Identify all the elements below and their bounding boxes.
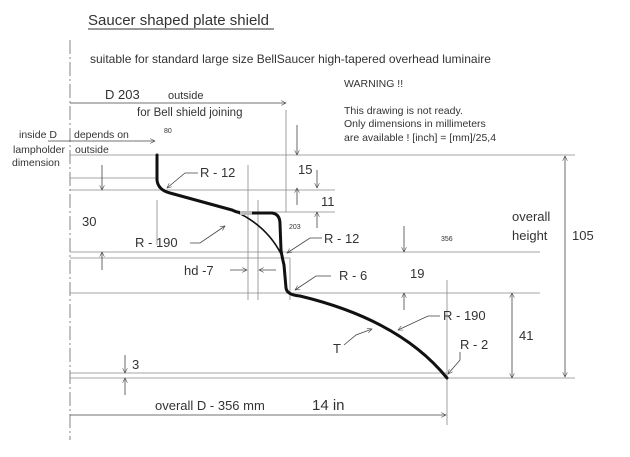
label-outside: outside bbox=[168, 90, 203, 102]
label-inside-d: inside D bbox=[19, 129, 57, 141]
label-d203: D 203 bbox=[105, 87, 140, 102]
label-41: 41 bbox=[519, 328, 533, 343]
label-overall-d: overall D - 356 mm bbox=[155, 398, 265, 413]
leader-r2 bbox=[448, 352, 461, 374]
label-356: 356 bbox=[441, 236, 453, 243]
label-height: height bbox=[512, 228, 548, 243]
label-r12-top: R - 12 bbox=[200, 165, 235, 180]
label-105: 105 bbox=[572, 228, 594, 243]
label-lampholder: lampholder bbox=[13, 144, 65, 156]
label-hd: hd -7 bbox=[184, 263, 214, 278]
label-80: 80 bbox=[164, 128, 172, 135]
label-14in: 14 in bbox=[312, 397, 345, 414]
label-r190-inner: R - 190 bbox=[135, 235, 178, 250]
leader-r12-top bbox=[167, 172, 198, 188]
label-11: 11 bbox=[321, 194, 335, 209]
label-r12-mid: R - 12 bbox=[324, 231, 359, 246]
leader-r6 bbox=[295, 275, 331, 290]
drawing-subtitle: suitable for standard large size BellSau… bbox=[90, 52, 491, 66]
label-bell-joining: for Bell shield joining bbox=[137, 107, 242, 119]
warning-line: are available ! [inch] = [mm]/25,4 bbox=[344, 132, 496, 144]
warning-note: WARNING !! This drawing is not ready. On… bbox=[344, 78, 496, 144]
label-dimension: dimension bbox=[12, 157, 60, 169]
leader-r190-inner bbox=[190, 226, 225, 244]
leader-r190-outer bbox=[398, 315, 440, 330]
label-overall: overall bbox=[512, 209, 550, 224]
label-depends-on: depends on bbox=[74, 129, 129, 141]
reference-lines bbox=[70, 110, 575, 425]
label-203: 203 bbox=[289, 224, 301, 231]
warning-heading: WARNING !! bbox=[344, 78, 403, 90]
label-30: 30 bbox=[82, 214, 96, 229]
label-outside: outside bbox=[75, 144, 109, 156]
drawing-title: Saucer shaped plate shield bbox=[88, 12, 269, 29]
label-t: T bbox=[333, 341, 341, 356]
label-15: 15 bbox=[298, 162, 312, 177]
label-3: 3 bbox=[132, 357, 139, 372]
warning-line: This drawing is not ready. bbox=[344, 105, 463, 117]
shield-profile bbox=[155, 153, 449, 380]
leader-r12-mid bbox=[287, 237, 322, 253]
label-r2: R - 2 bbox=[460, 337, 488, 352]
joint-mark bbox=[240, 211, 252, 215]
label-19: 19 bbox=[410, 266, 424, 281]
label-r190-outer: R - 190 bbox=[443, 308, 486, 323]
leader-t bbox=[343, 329, 372, 346]
label-r6: R - 6 bbox=[339, 268, 367, 283]
warning-line: Only dimensions in millimeters bbox=[344, 118, 486, 130]
inner-r190-curve bbox=[231, 209, 284, 259]
